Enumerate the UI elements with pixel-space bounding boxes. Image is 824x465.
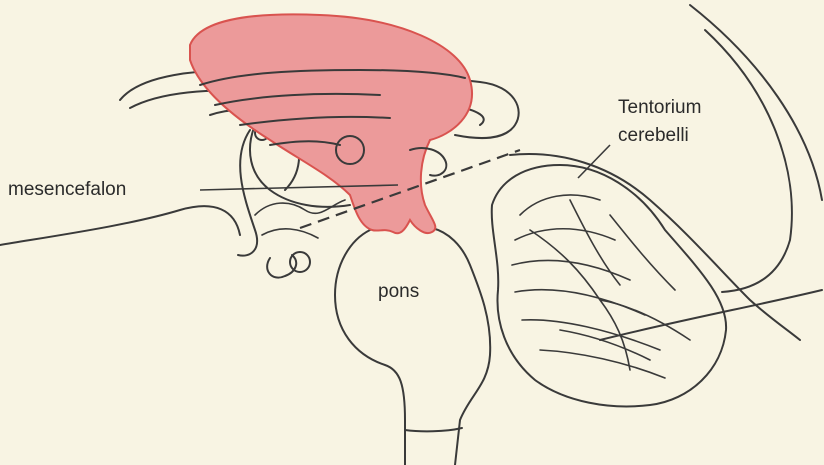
skull-outline-inner — [705, 30, 792, 292]
cerebellum-arbor — [530, 200, 690, 370]
spinal-cord-line — [405, 428, 462, 431]
pituitary-gland — [290, 252, 310, 272]
hypothalamus-detail — [255, 200, 345, 238]
cerebrum-basal-line — [0, 206, 240, 245]
label-pons: pons — [378, 280, 419, 304]
cerebellum-outline — [492, 165, 726, 406]
medulla-outline — [432, 228, 490, 465]
label-mesencefalon: mesencefalon — [8, 178, 126, 202]
pons-outline — [335, 230, 405, 465]
label-tentorium-line2: cerebelli — [618, 124, 689, 148]
brainstem — [335, 228, 490, 465]
label-tentorium-line1: Tentorium — [618, 96, 701, 120]
mesencefalon-fill — [190, 14, 472, 233]
cerebellum — [492, 165, 726, 406]
mesencefalon-region — [190, 14, 472, 233]
cerebellum-folia-1 — [512, 195, 665, 378]
third-ventricle-wall — [238, 130, 257, 256]
